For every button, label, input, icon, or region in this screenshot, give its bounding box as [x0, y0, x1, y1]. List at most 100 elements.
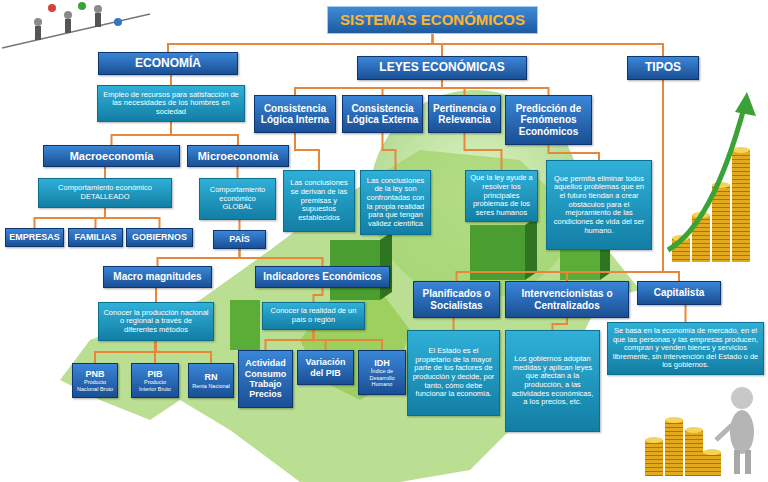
person-body	[35, 26, 41, 40]
box-text: Consistencia Lógica Externa	[346, 103, 419, 126]
box-text: Que permita eliminar todos aquellos prob…	[551, 175, 647, 235]
description-box: Que permita eliminar todos aquellos prob…	[546, 160, 652, 250]
header-box: FAMILIAS	[68, 228, 123, 247]
growth-arrow-head	[735, 92, 756, 116]
figure-leg	[734, 450, 740, 474]
box-text: Comportamiento económico DETALLEADO	[43, 184, 167, 201]
header-box: Pertinencia o Relevancia	[428, 95, 501, 133]
box-text: IDH	[362, 358, 402, 368]
box-text: Planificados o Socialistas	[417, 288, 496, 311]
connector-line	[105, 208, 160, 228]
box-text: Comportamiento económico GLOBAL	[204, 186, 271, 212]
header-box: Macro magnitudes	[103, 266, 212, 288]
header-box: ECONOMÍA	[98, 52, 238, 75]
connector-line	[237, 167, 239, 178]
connector-line	[112, 122, 172, 145]
green-block-side	[525, 217, 537, 280]
connector-line	[453, 318, 455, 330]
connector-line	[549, 145, 600, 160]
figure-arm	[716, 425, 732, 440]
box-text: Predicción de Fenómenos Económicos	[509, 103, 588, 138]
box-text: PNB	[76, 369, 114, 379]
connector-line	[35, 208, 106, 228]
connector-line	[433, 34, 664, 56]
connector-line	[156, 341, 211, 363]
connector-line	[239, 220, 241, 230]
box-text: Intervencionistas o Centralizados	[509, 288, 625, 311]
connector-line	[96, 208, 106, 228]
connector-line	[314, 330, 383, 350]
header-box: Intervencionistas o Centralizados	[505, 281, 629, 318]
box-subtext: Índice de Desarrollo Humano	[362, 368, 402, 387]
connector-line	[240, 249, 323, 266]
description-box: Comportamiento económico GLOBAL	[199, 178, 276, 220]
coin-top	[685, 427, 703, 433]
header-box: Planificados o Socialistas	[413, 281, 500, 318]
figure-leg	[745, 450, 751, 474]
header-box: GOBIERNOS	[126, 228, 193, 247]
box-text: SISTEMAS ECONÓMICOS	[331, 11, 534, 28]
header-box: Consistencia Lógica Externa	[342, 95, 423, 133]
header-box: PAÍS	[213, 230, 266, 249]
connector-line	[663, 80, 679, 281]
box-text: Consistencia Lógica Interna	[258, 103, 332, 126]
money-icon	[78, 2, 86, 10]
description-box: Las conclusiones de la ley son confronta…	[360, 170, 431, 235]
connector-line	[295, 80, 442, 95]
coin-top	[645, 437, 663, 443]
rope	[2, 14, 150, 48]
header-box: LEYES ECONÓMICAS	[357, 56, 527, 80]
description-box: Comportamiento económico DETALLEADO	[38, 178, 172, 208]
header-box: Macroeconomía	[43, 145, 180, 167]
box-subtext: Renta Nacional	[192, 383, 230, 389]
connector-line	[104, 167, 106, 178]
box-text: TIPOS	[631, 61, 695, 75]
connector-line	[95, 341, 156, 363]
header-box: Actividad Consumo Trabajo Precios	[238, 350, 293, 408]
connector-line	[170, 75, 172, 85]
box-text: Indicadores Económicos	[259, 271, 386, 283]
connector-line	[314, 288, 323, 302]
box-text: EMPRESAS	[9, 232, 60, 242]
box-text: Las conclusiones se derivan de las premi…	[288, 179, 350, 222]
connector-line	[383, 80, 443, 95]
box-text: FAMILIAS	[72, 232, 119, 242]
header-box: Predicción de Fenómenos Económicos	[505, 95, 592, 145]
description-box: El Estado es el propietario de la mayor …	[407, 330, 500, 416]
connector-line	[465, 133, 502, 170]
box-text: GOBIERNOS	[130, 232, 189, 242]
description-box: Las conclusiones se derivan de las premi…	[283, 170, 355, 232]
box-text: Que la ley ayude a resolver los principa…	[470, 174, 533, 217]
box-text: Pertinencia o Relevancia	[432, 103, 497, 126]
box-text: El Estado es el propietario de la mayor …	[412, 347, 495, 399]
header-box: PIBProducto Interior Bruto	[131, 363, 179, 398]
box-text: Microeconomía	[191, 150, 285, 163]
header-box: Microeconomía	[187, 145, 289, 167]
connector-line	[442, 80, 549, 95]
connector-line	[383, 133, 396, 170]
box-text: Se basa en la economía de mercado, en el…	[612, 327, 759, 370]
person-body	[65, 19, 71, 33]
box-text: RN	[192, 372, 230, 382]
box-text: Capitalista	[641, 287, 717, 299]
connector-line	[266, 330, 314, 350]
header-box: PNBProducto Nacional Bruto	[72, 363, 118, 398]
description-box: Se basa en la economía de mercado, en el…	[607, 322, 764, 375]
box-text: ECONOMÍA	[102, 57, 234, 71]
connector-line	[171, 122, 238, 145]
box-text: Conocer la producción nacional o regiona…	[103, 309, 209, 335]
money-icon	[48, 4, 56, 12]
description-box: Conocer la producción nacional o regiona…	[98, 302, 214, 341]
coin-stack	[685, 430, 703, 476]
figure-body	[730, 410, 754, 454]
header-box: EMPRESAS	[5, 228, 64, 247]
box-text: Variación del PIB	[301, 357, 350, 378]
header-box: Indicadores Económicos	[255, 266, 390, 288]
box-text: Empleo de recursos para satisfacción de …	[102, 91, 240, 117]
box-text: Actividad Consumo Trabajo Precios	[242, 358, 289, 399]
title-box: SISTEMAS ECONÓMICOS	[327, 6, 538, 34]
box-text: PAÍS	[217, 234, 262, 244]
header-box: RNRenta Nacional	[188, 363, 234, 398]
connector-line	[685, 305, 687, 322]
box-subtext: Producto Nacional Bruto	[76, 379, 114, 392]
